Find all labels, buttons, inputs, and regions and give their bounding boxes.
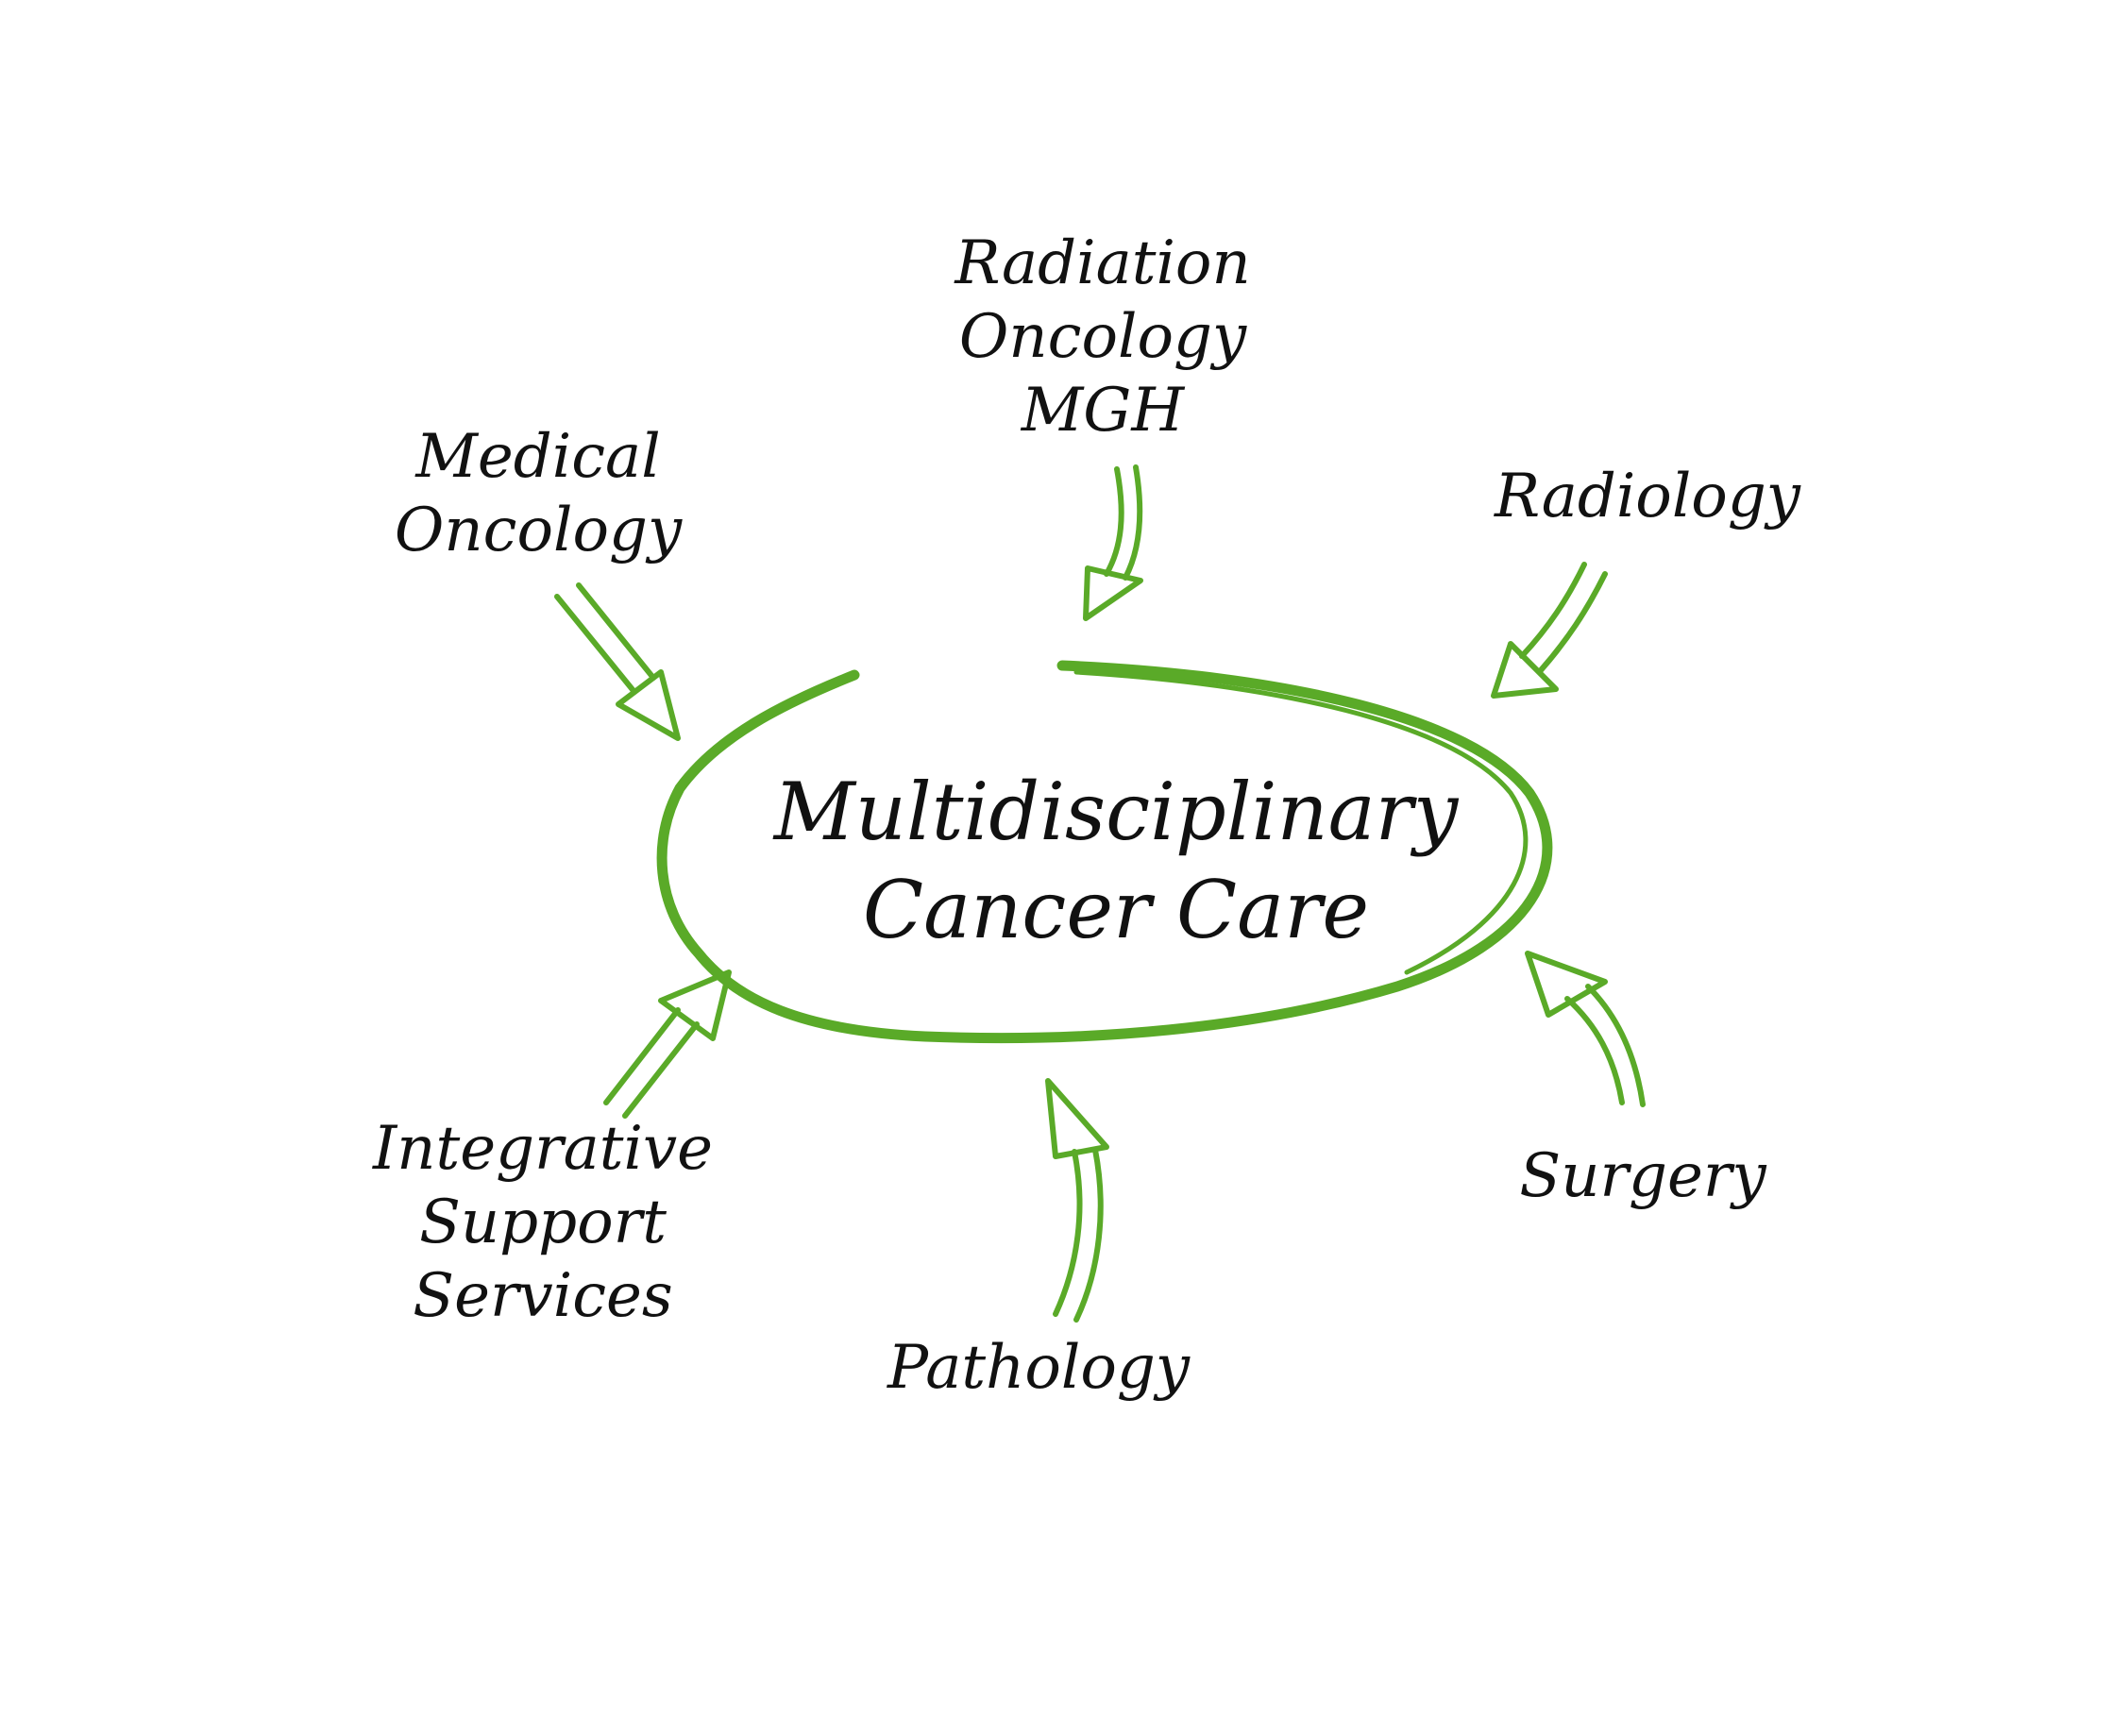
node-surgery: Surgery (1519, 1139, 1766, 1213)
node-integrative-support-line-2: Support (419, 1188, 667, 1257)
node-medical-oncology: Medical Oncology (395, 420, 682, 567)
node-pathology-line-1: Pathology (887, 1333, 1190, 1403)
arrow-from-radiology (1491, 562, 1608, 699)
arrow-from-medical-oncology (554, 582, 681, 741)
center-ellipse (656, 660, 1553, 1044)
node-medical-oncology-line-1: Medical (415, 422, 661, 492)
node-radiation-oncology-line-1: Radiation (955, 228, 1251, 298)
node-surgery-line-1: Surgery (1519, 1141, 1766, 1211)
node-radiation-oncology: Radiation Oncology MGH (955, 227, 1250, 447)
center-title-line-2: Cancer Care (862, 864, 1370, 956)
center-ellipse-stroke-inner (1073, 669, 1529, 975)
node-pathology: Pathology (887, 1331, 1190, 1405)
arrow-from-integrative-support (603, 969, 732, 1119)
center-ellipse-stroke-main (656, 660, 1553, 1044)
node-medical-oncology-line-2: Oncology (394, 496, 683, 565)
arrow-from-radiation-oncology (1083, 464, 1143, 621)
center-title: Multidisciplinary Cancer Care (774, 763, 1459, 959)
node-radiation-oncology-line-2: Oncology (958, 302, 1247, 372)
node-radiology-line-1: Radiology (1495, 462, 1800, 531)
node-integrative-support-line-1: Integrative (372, 1114, 714, 1184)
node-radiology: Radiology (1495, 460, 1800, 533)
arrow-from-surgery (1525, 951, 1646, 1107)
node-integrative-support: Integrative Support Services (373, 1112, 713, 1333)
center-title-line-1: Multidisciplinary (773, 766, 1459, 858)
arrow-from-pathology (1045, 1078, 1109, 1323)
node-integrative-support-line-3: Services (413, 1261, 673, 1331)
node-radiation-oncology-line-3: MGH (1021, 376, 1185, 446)
